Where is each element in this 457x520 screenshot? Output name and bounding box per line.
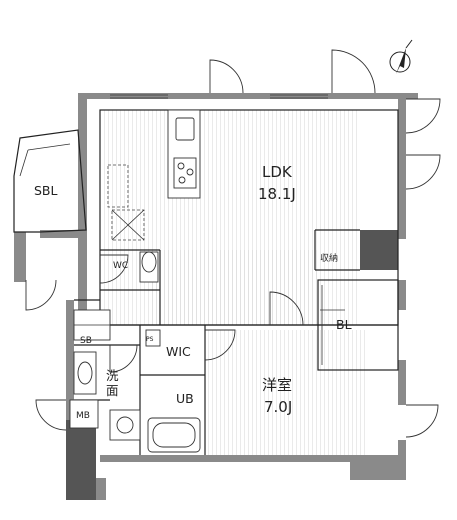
wc-label: WC <box>113 261 128 271</box>
storage-label: 収納 <box>320 252 338 264</box>
shoe-box <box>73 309 111 341</box>
wash-label-2: 面 <box>106 383 119 398</box>
meter-box <box>69 399 99 429</box>
bedroom-area-label: 7.0J <box>264 398 292 416</box>
compass-north-icon <box>389 39 413 74</box>
hall-floor <box>150 250 320 325</box>
ub-label: UB <box>176 391 194 406</box>
doors <box>25 49 441 438</box>
washbasin <box>73 351 97 395</box>
wash-label-1: 洗 <box>106 368 119 383</box>
sbl-label: SBL <box>34 183 58 198</box>
wic-label: WIC <box>166 344 191 359</box>
ldk-area-label: 18.1J <box>258 185 296 203</box>
bathtub <box>147 417 201 453</box>
windows-top <box>110 94 328 99</box>
ldk-label: LDK <box>262 163 293 181</box>
bedroom-label: 洋室 <box>262 376 292 394</box>
sbl-area <box>13 129 87 233</box>
ps-label: PS <box>146 336 154 343</box>
sb-label: SB <box>80 336 92 346</box>
washing-machine <box>109 409 141 441</box>
ps-box <box>145 329 161 347</box>
kitchen-counter <box>107 109 201 241</box>
mb-label: MB <box>76 411 90 421</box>
bedroom-floor <box>205 330 365 455</box>
wc-toilet <box>139 251 159 283</box>
bl-label: BL <box>336 317 352 332</box>
